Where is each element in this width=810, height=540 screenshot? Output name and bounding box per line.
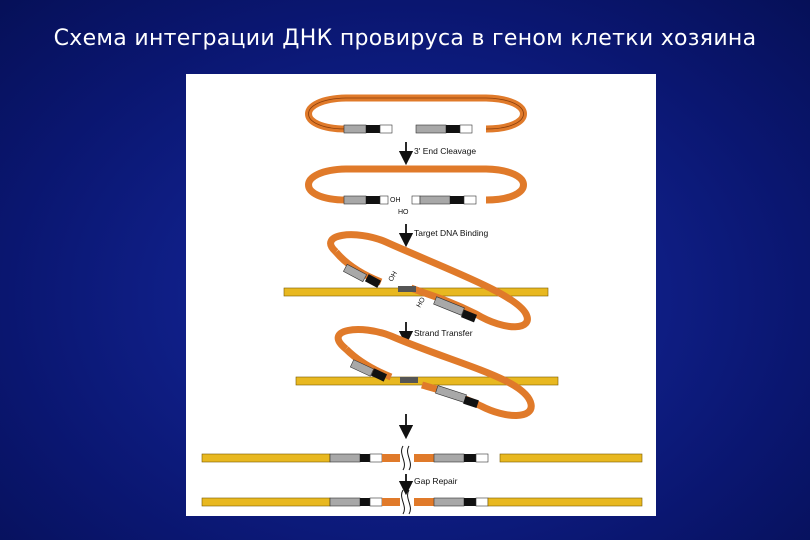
stage-2-cleaved-dna: OH HO [305,165,527,216]
step-label-transfer: Strand Transfer [414,328,473,338]
stage-5-gapped-integration [201,445,643,471]
ho-end-label-3: HO [416,296,428,309]
oh-end-label: OH [390,197,401,204]
integration-diagram: 3' End Cleavage OH HO Target DNA Binding [186,74,656,516]
integration-diagram-svg: 3' End Cleavage OH HO Target DNA Binding [201,94,643,515]
step-label-binding: Target DNA Binding [414,228,488,238]
step-label-repair: Gap Repair [414,476,458,486]
step-label-cleavage: 3' End Cleavage [414,146,476,156]
stage-3-target-binding: OH HO [283,231,549,331]
ho-end-label: HO [398,209,409,216]
stage-1-viral-dna [305,94,527,134]
slide-title: Схема интеграции ДНК провируса в геном к… [53,26,757,51]
oh-end-label-3: OH [388,270,399,283]
stage-4-strand-transfer [295,326,559,419]
stage-6-repaired-integration [201,489,643,515]
